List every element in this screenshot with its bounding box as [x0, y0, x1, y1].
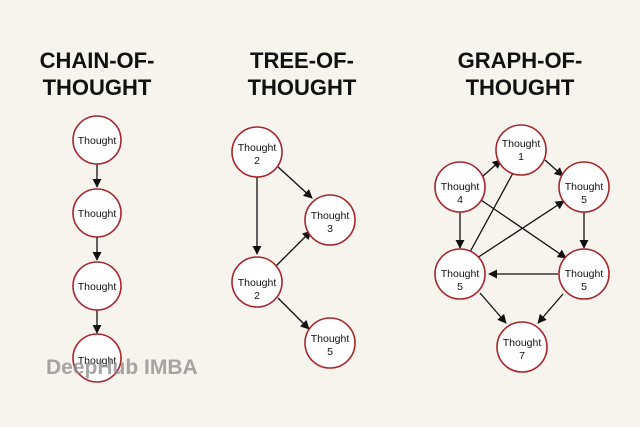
graph-node-7-circle	[496, 321, 548, 373]
tree-title-line-1: TREE-OF-	[250, 48, 354, 73]
graph-node-5-left: Thought 5	[434, 248, 486, 300]
graph-node-7-sub: 7	[519, 350, 525, 362]
tree-node-3-circle	[304, 194, 356, 246]
tree-node-root-circle	[231, 126, 283, 178]
graph-edge-4-to-1	[481, 159, 502, 178]
chain-node-2: Thought	[72, 188, 122, 238]
tree-node-root-label: Thought	[238, 142, 277, 154]
graph-edge-4-to-5-lower-right	[480, 199, 567, 259]
graph-node-1: Thought 1	[495, 124, 547, 176]
tree-node-mid-sub: 2	[254, 290, 260, 302]
graph-node-5-lower-right-sub: 5	[581, 281, 587, 293]
graph-edge-1-to-5-right	[544, 159, 564, 177]
graph-of-thought-title: GRAPH-OF- THOUGHT	[458, 48, 583, 100]
chain-node-3: Thought	[72, 261, 122, 311]
tree-node-5-sub: 5	[327, 346, 333, 358]
chain-node-2-circle	[72, 188, 122, 238]
tree-edge-mid-to-3	[275, 230, 312, 267]
tree-node-root-sub: 2	[254, 155, 260, 167]
graph-node-5-right: Thought 5	[558, 161, 610, 213]
chain-node-4-label: Thought	[78, 355, 117, 367]
chain-node-4: Thought	[72, 333, 122, 383]
graph-title-line-1: GRAPH-OF-	[458, 48, 583, 73]
graph-node-5-lower-right-label: Thought	[565, 268, 604, 280]
graph-edge-5-left-to-5-right	[476, 200, 565, 259]
tree-of-thought-title: TREE-OF- THOUGHT	[248, 48, 357, 100]
graph-node-5-right-label: Thought	[565, 181, 604, 193]
graph-node-4-circle	[434, 161, 486, 213]
chain-node-1-circle	[72, 115, 122, 165]
tree-title-line-2: THOUGHT	[248, 75, 357, 100]
chain-node-3-label: Thought	[78, 281, 117, 293]
chain-node-2-label: Thought	[78, 208, 117, 220]
graph-node-1-circle	[495, 124, 547, 176]
graph-node-1-label: Thought	[502, 138, 541, 150]
graph-node-5-right-sub: 5	[581, 194, 587, 206]
tree-edges	[252, 165, 313, 330]
tree-edge-mid-to-5	[277, 297, 310, 330]
graph-title-line-2: THOUGHT	[466, 75, 575, 100]
tree-node-3-label: Thought	[311, 210, 350, 222]
tree-node-5: Thought 5	[304, 317, 356, 369]
chain-node-1-label: Thought	[78, 135, 117, 147]
graph-edges	[455, 159, 589, 324]
graph-node-5-lower-right-circle	[558, 248, 610, 300]
tree-node-mid-circle	[231, 256, 283, 308]
graph-node-5-left-circle	[434, 248, 486, 300]
graph-node-5-right-circle	[558, 161, 610, 213]
graph-node-4: Thought 4	[434, 161, 486, 213]
graph-edge-5-left-to-7	[479, 292, 507, 324]
chain-node-1: Thought	[72, 115, 122, 165]
graph-node-4-label: Thought	[441, 181, 480, 193]
chain-node-3-circle	[72, 261, 122, 311]
graph-node-7-label: Thought	[503, 337, 542, 349]
chain-title-line-1: CHAIN-OF-	[40, 48, 155, 73]
tree-node-mid-label: Thought	[238, 277, 277, 289]
graph-node-1-sub: 1	[518, 151, 524, 163]
graph-edge-5-lower-right-to-7	[537, 293, 564, 324]
chain-node-4-circle	[72, 333, 122, 383]
tree-node-5-circle	[304, 317, 356, 369]
tree-edge-root-to-3	[276, 165, 313, 199]
chain-title-line-2: THOUGHT	[43, 75, 152, 100]
graph-edge-5-left-to-1	[469, 172, 514, 253]
graph-node-5-left-sub: 5	[457, 281, 463, 293]
tree-node-root: Thought 2	[231, 126, 283, 178]
tree-node-3: Thought 3	[304, 194, 356, 246]
graph-node-4-sub: 4	[457, 194, 463, 206]
tree-node-3-sub: 3	[327, 223, 333, 235]
watermark-text: DeepHub IMBA	[46, 356, 198, 379]
tree-node-5-label: Thought	[311, 333, 350, 345]
graph-node-5-left-label: Thought	[441, 268, 480, 280]
graph-node-5-lower-right: Thought 5	[558, 248, 610, 300]
chain-of-thought-title: CHAIN-OF- THOUGHT	[40, 48, 155, 100]
graph-node-7: Thought 7	[496, 321, 548, 373]
tree-node-mid: Thought 2	[231, 256, 283, 308]
